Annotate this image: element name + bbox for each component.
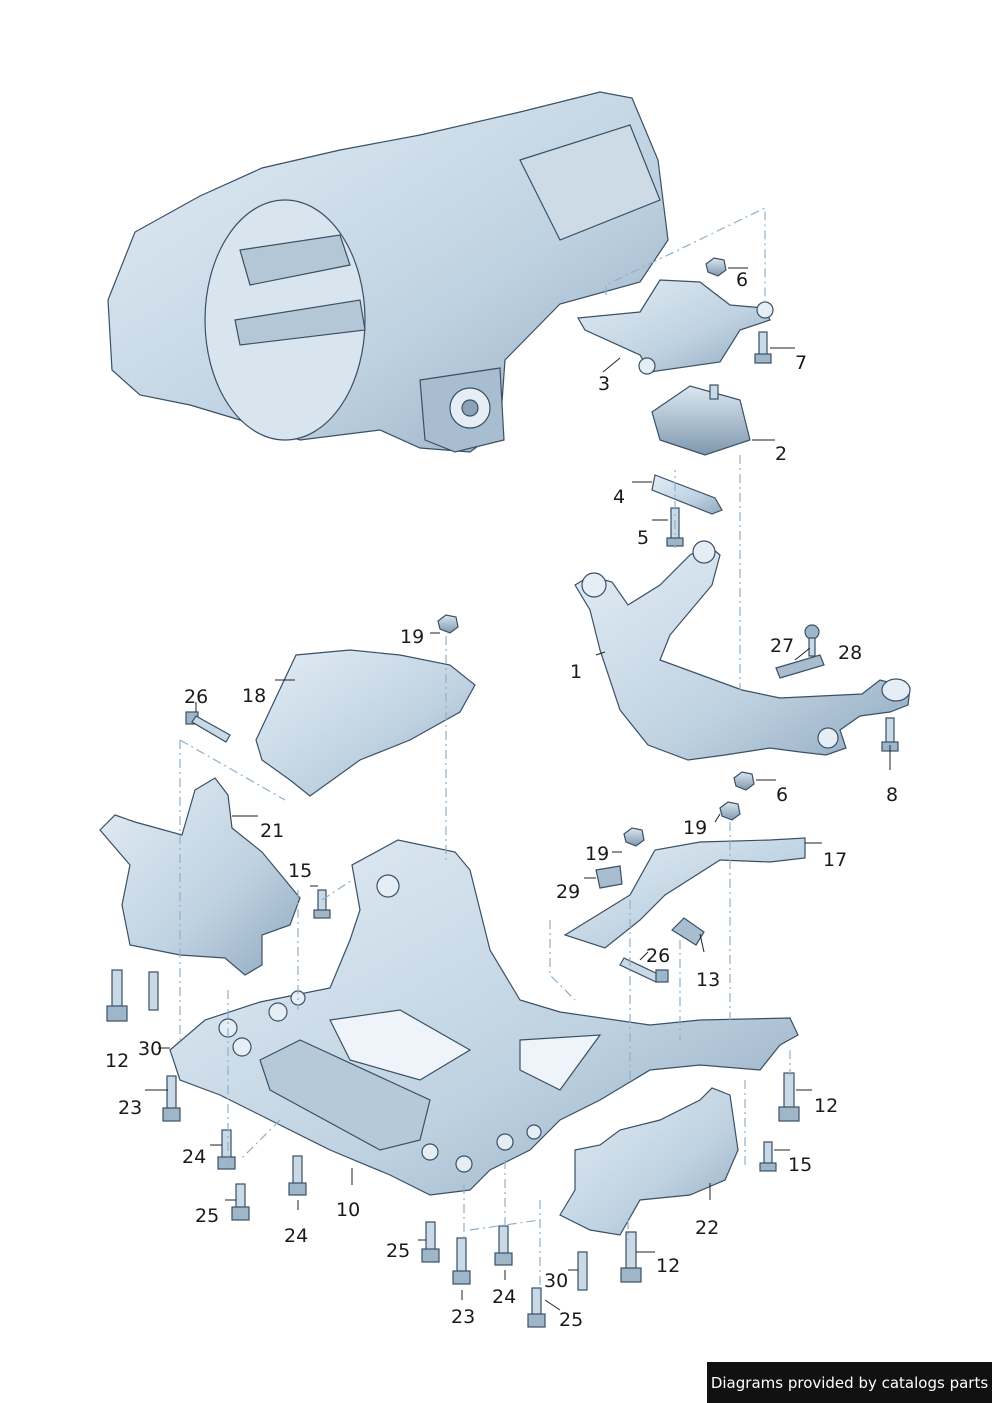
- bolt-28: [804, 624, 820, 657]
- bolt-24-left: [217, 1129, 236, 1170]
- callout-18: 18: [242, 685, 266, 707]
- callout-24-middle: 24: [492, 1286, 516, 1308]
- callout-26-left: 26: [184, 686, 208, 708]
- callout-27: 27: [770, 635, 794, 657]
- bolt-15-right: [759, 1141, 777, 1172]
- nut-19-right: [719, 801, 741, 821]
- nut-19-left: [437, 614, 459, 634]
- callout-21: 21: [260, 820, 284, 842]
- nut-6-bottom: [733, 771, 755, 791]
- callout-25-middle: 25: [386, 1240, 410, 1262]
- clip-13: [671, 917, 705, 946]
- callout-6-bottom: 6: [776, 784, 788, 806]
- heat-shield-18: [255, 649, 476, 797]
- bolt-30-right: [577, 1251, 588, 1291]
- callout-30-left: 30: [138, 1038, 162, 1060]
- callout-19-middle: 19: [585, 843, 609, 865]
- callout-29: 29: [556, 881, 580, 903]
- bolt-25-left: [231, 1183, 250, 1221]
- bolt-25-bottom: [527, 1287, 546, 1328]
- callout-12-left: 12: [105, 1050, 129, 1072]
- callout-19-left: 19: [400, 626, 424, 648]
- callout-13: 13: [696, 969, 720, 991]
- clip-27: [775, 654, 825, 679]
- callout-26-right: 26: [646, 945, 670, 967]
- leader-lines: [145, 267, 891, 1311]
- nut-6-top: [705, 257, 727, 277]
- callout-8: 8: [886, 784, 898, 806]
- callout-25-bottom: 25: [559, 1309, 583, 1331]
- callout-30-right: 30: [544, 1270, 568, 1292]
- callout-24-left: 24: [182, 1146, 206, 1168]
- callout-19-right: 19: [683, 817, 707, 839]
- callout-6-top: 6: [736, 269, 748, 291]
- bolt-24-middle: [494, 1225, 513, 1266]
- callout-2: 2: [775, 443, 787, 465]
- callout-25-left: 25: [195, 1205, 219, 1227]
- callout-4: 4: [613, 486, 625, 508]
- bolt-12-left: [106, 969, 128, 1022]
- callout-23-left: 23: [118, 1097, 142, 1119]
- bolt-26-left: [185, 711, 231, 743]
- callout-12-bottom: 12: [656, 1255, 680, 1277]
- callout-3: 3: [598, 373, 610, 395]
- gearbox-mount: [651, 384, 751, 456]
- bolt-23-middle: [452, 1237, 471, 1285]
- callout-15-right: 15: [788, 1154, 812, 1176]
- bolt-23-left: [162, 1075, 181, 1122]
- callout-10: 10: [336, 1199, 360, 1221]
- subframe-10: [169, 839, 799, 1196]
- callout-28: 28: [838, 642, 862, 664]
- callout-23-middle: 23: [451, 1306, 475, 1328]
- callout-5: 5: [637, 527, 649, 549]
- clip-29: [595, 865, 623, 889]
- bolt-12-right: [778, 1072, 800, 1122]
- gearbox-crossmember: [574, 540, 911, 761]
- part-4-shim: [651, 474, 723, 515]
- credit-banner: Diagrams provided by catalogs parts: [707, 1362, 992, 1403]
- bolt-15-left: [313, 889, 331, 919]
- bolt-25-middle: [421, 1221, 440, 1263]
- callout-7: 7: [795, 352, 807, 374]
- assembly-lines: [179, 207, 791, 1290]
- bolt-24-middle-left: [288, 1155, 307, 1196]
- callout-15-left: 15: [288, 860, 312, 882]
- bolt-12-bottom: [620, 1231, 642, 1283]
- heat-shield-17: [563, 837, 806, 949]
- callout-1: 1: [570, 661, 582, 683]
- bolt-30-left: [148, 971, 159, 1011]
- bracket-21: [99, 777, 301, 976]
- callout-24-middle-left: 24: [284, 1225, 308, 1247]
- callout-17: 17: [823, 849, 847, 871]
- bolt-7: [754, 331, 772, 364]
- credit-text: Diagrams provided by catalogs parts: [710, 1373, 989, 1392]
- nut-19-middle: [623, 827, 645, 847]
- gearbox: [107, 91, 669, 453]
- callout-labels: 1 2 3 4 5 6 6 7 8 10 12 12 12 13 15 15 1…: [105, 269, 898, 1331]
- callout-22: 22: [695, 1217, 719, 1239]
- bracket-22: [559, 1087, 739, 1236]
- gearbox-mount-bracket: [577, 279, 774, 375]
- callout-12-right: 12: [814, 1095, 838, 1117]
